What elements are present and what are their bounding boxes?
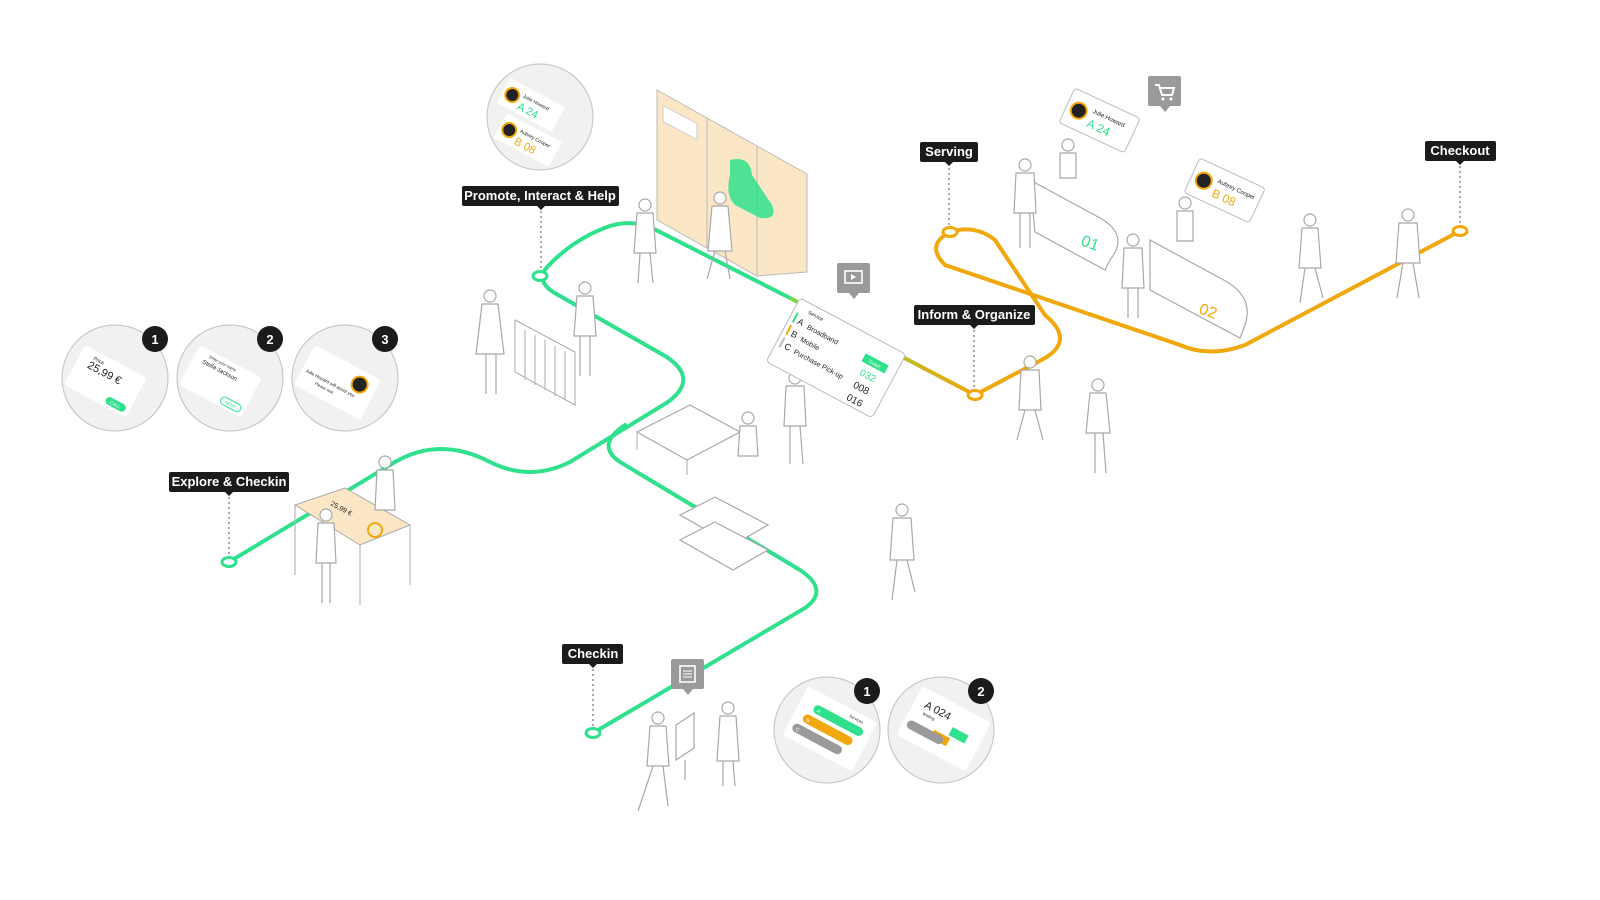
stage-label-serving[interactable]: Serving xyxy=(920,142,978,166)
promote-bubble: Julie Howard A 24 Aubrey Cooper B 08 xyxy=(486,63,594,171)
svg-text:C: C xyxy=(794,727,800,734)
cart-icon xyxy=(1148,76,1181,112)
checkin-step-1: Services A B C 1 xyxy=(773,676,881,784)
svg-text:Checkin: Checkin xyxy=(568,646,619,661)
svg-text:Serving: Serving xyxy=(925,144,973,159)
shoe-graphic xyxy=(728,159,774,219)
svg-text:A: A xyxy=(815,708,821,715)
clothes-table xyxy=(678,496,770,571)
serving-sign: Aubrey Cooper B 08 xyxy=(1184,158,1265,223)
stage-label-checkin[interactable]: Checkin xyxy=(562,644,623,668)
svg-text:NEXT: NEXT xyxy=(224,400,237,410)
stage-label-promote[interactable]: Promote, Interact & Help xyxy=(462,186,619,210)
node-checkin[interactable] xyxy=(584,727,602,739)
svg-text:Price: Price xyxy=(92,356,105,367)
explore-step-2: Enter your name Stella Jackson NEXT 2 xyxy=(176,324,284,432)
svg-text:C: C xyxy=(783,341,794,353)
service-counters: 01 02 xyxy=(1029,178,1248,339)
green-path-branch xyxy=(591,423,819,735)
svg-text:B: B xyxy=(805,717,811,724)
counter-number: 02 xyxy=(1197,301,1220,323)
node-explore[interactable] xyxy=(220,556,238,568)
scenery: 25,99 € 01 02 xyxy=(293,89,1421,812)
list-icon xyxy=(671,659,704,695)
svg-text:A: A xyxy=(796,316,806,328)
journey-path xyxy=(220,161,1469,739)
svg-text:Waiting: Waiting xyxy=(922,711,936,722)
ticket-header: Ticket xyxy=(867,359,882,371)
svg-text:Promote, Interact & Help: Promote, Interact & Help xyxy=(464,188,616,203)
svg-text:2: 2 xyxy=(266,332,273,347)
svg-text:CALL: CALL xyxy=(109,400,122,410)
promo-display-panels xyxy=(656,89,808,277)
stage-label-explore[interactable]: Explore & Checkin xyxy=(169,472,289,496)
node-inform[interactable] xyxy=(966,389,984,401)
play-icon xyxy=(837,263,870,299)
node-serving[interactable] xyxy=(941,226,959,238)
svg-text:2: 2 xyxy=(977,684,984,699)
svg-text:Services: Services xyxy=(848,713,864,725)
green-path-main xyxy=(227,221,792,564)
svg-text:1: 1 xyxy=(863,684,870,699)
info-board: Service Ticket A Broadband 032 B Mobile … xyxy=(767,298,906,417)
ticket-header-bg xyxy=(861,353,889,374)
explore-table: 25,99 € xyxy=(293,487,412,605)
clothes-rack xyxy=(514,319,576,406)
explore-step-1: Price 25,99 € CALL 1 xyxy=(61,324,169,432)
node-checkout[interactable] xyxy=(1451,225,1469,237)
stage-label-inform[interactable]: Inform & Organize xyxy=(914,305,1035,329)
people xyxy=(315,138,1421,812)
svg-text:3: 3 xyxy=(381,332,388,347)
dotted-leaders xyxy=(228,161,1461,727)
stage-label-checkout[interactable]: Checkout xyxy=(1425,141,1496,165)
svg-text:1: 1 xyxy=(151,332,158,347)
svg-text:Checkout: Checkout xyxy=(1430,143,1490,158)
svg-text:Explore & Checkin: Explore & Checkin xyxy=(172,474,287,489)
svg-text:Inform & Organize: Inform & Organize xyxy=(918,307,1031,322)
shoe-table xyxy=(635,404,742,475)
svg-text:B: B xyxy=(789,329,799,341)
explore-step-3: Julie Howard will assist you Please wait… xyxy=(291,324,399,432)
path-nodes xyxy=(220,225,1469,739)
checkin-step-2: A 024 Waiting 2 xyxy=(887,676,995,784)
node-promote[interactable] xyxy=(531,270,549,282)
serving-sign: Julie Howard A 24 xyxy=(1059,88,1140,153)
counter-number: 01 xyxy=(1079,233,1102,255)
